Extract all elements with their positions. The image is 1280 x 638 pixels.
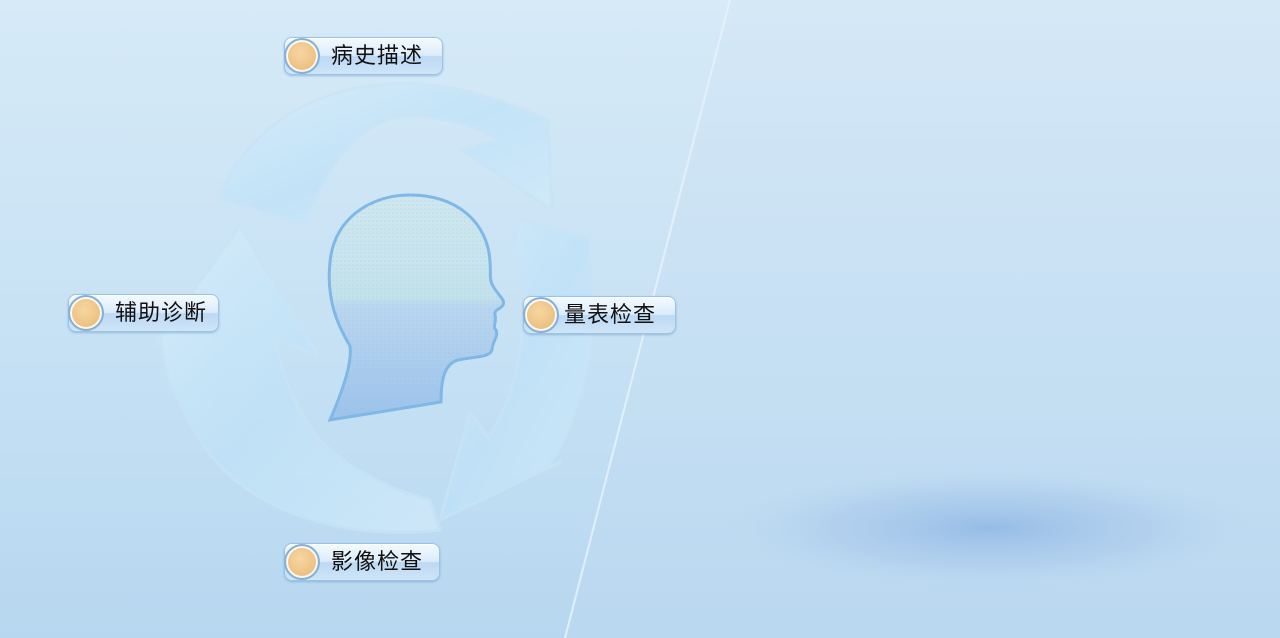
menu-item-label: 辅助诊断 [115, 301, 208, 326]
menu-item-label: 量表检查 [564, 303, 657, 328]
orb-icon [284, 544, 320, 580]
orb-icon [68, 295, 104, 331]
orb-icon [284, 38, 320, 74]
menu-item-label: 影像检查 [331, 550, 424, 575]
menu-item-scale[interactable]: 量表检查 [523, 296, 676, 334]
head-silhouette-icon [327, 193, 506, 422]
menu-item-diagnosis[interactable]: 辅助诊断 [68, 294, 219, 332]
menu-item-imaging[interactable]: 影像检查 [284, 543, 440, 581]
menu-item-history[interactable]: 病史描述 [284, 37, 443, 75]
orb-icon [523, 297, 559, 333]
menu-item-label: 病史描述 [331, 44, 424, 69]
